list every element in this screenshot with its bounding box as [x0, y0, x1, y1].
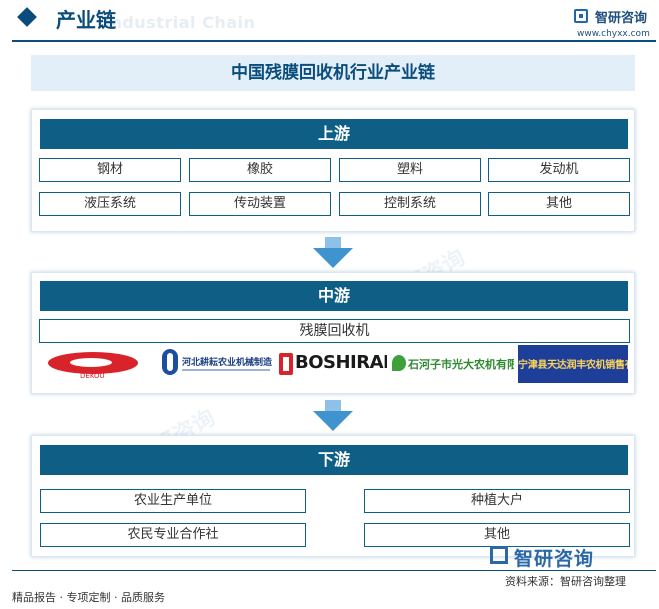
header-title: 产业链 [56, 8, 116, 32]
flow-arrow-down [313, 400, 353, 431]
company-logo-underline [182, 369, 270, 371]
footer-divider [12, 570, 656, 571]
company-name: BOSHIRAN [295, 352, 387, 373]
upstream-item: 传动装置 [189, 192, 331, 216]
downstream-item: 农业生产单位 [40, 489, 306, 513]
brand-name: 智研咨询 [595, 11, 648, 26]
upstream-item: 塑料 [339, 158, 481, 182]
header-title-en: Industrial Chain [104, 13, 256, 32]
diamond-icon [17, 7, 37, 27]
company-logo-sub: DEKOU [80, 372, 105, 380]
downstream-item: 农民专业合作社 [40, 523, 306, 547]
midstream-panel: 中游 残膜回收机 DEKOU 河北耕耘农业机械制造有限公司 BOSHIRAN 石… [31, 272, 635, 394]
page-header: Industrial Chain 产业链 智研咨询 www.chyxx.com [0, 0, 659, 44]
brand-logo-icon [574, 9, 588, 23]
company-logo-emblem [162, 349, 178, 375]
upstream-item: 发动机 [488, 158, 630, 182]
downstream-item: 种植大户 [364, 489, 630, 513]
downstream-panel: 下游 农业生产单位 种植大户 农民专业合作社 其他 [31, 435, 635, 557]
diagram-title: 中国残膜回收机行业产业链 [31, 55, 635, 91]
upstream-item: 钢材 [39, 158, 181, 182]
brand-logo-icon [490, 546, 508, 564]
company-logo: 河北耕耘农业机械制造有限公司 [160, 345, 272, 383]
flow-arrow-down [313, 237, 353, 268]
midstream-product: 残膜回收机 [39, 319, 630, 343]
company-name: 宁津县天达润丰农机销售有限公司 [518, 360, 628, 371]
company-logo-emblem [48, 352, 138, 374]
leaf-icon [392, 355, 406, 371]
services-tagline: 精品报告 · 专项定制 · 品质服务 [12, 591, 165, 604]
company-name: 河北耕耘农业机械制造有限公司 [182, 358, 272, 368]
midstream-label: 中游 [40, 281, 628, 311]
company-logo: BOSHIRAN [277, 345, 387, 383]
company-logo: 宁津县天达润丰农机销售有限公司 [518, 345, 628, 383]
upstream-panel: 上游 钢材 橡胶 塑料 发动机 液压系统 传动装置 控制系统 其他 [31, 109, 635, 232]
footer-brand-name: 智研咨询 [514, 548, 595, 570]
upstream-item: 液压系统 [39, 192, 181, 216]
upstream-label: 上游 [40, 119, 628, 149]
company-logo: 石河子市光大农机有限公司 [390, 345, 514, 383]
company-logo: DEKOU [40, 345, 155, 383]
company-name: 石河子市光大农机有限公司 [408, 358, 514, 371]
company-logo-emblem [279, 353, 293, 375]
source-note: 资料来源：智研咨询整理 [505, 575, 626, 588]
upstream-item: 其他 [488, 192, 630, 216]
company-logos: DEKOU 河北耕耘农业机械制造有限公司 BOSHIRAN 石河子市光大农机有限… [40, 345, 628, 383]
brand-url: www.chyxx.com [577, 29, 650, 39]
downstream-label: 下游 [40, 445, 628, 475]
upstream-item: 橡胶 [189, 158, 331, 182]
upstream-item: 控制系统 [339, 192, 481, 216]
header-divider [12, 40, 656, 42]
